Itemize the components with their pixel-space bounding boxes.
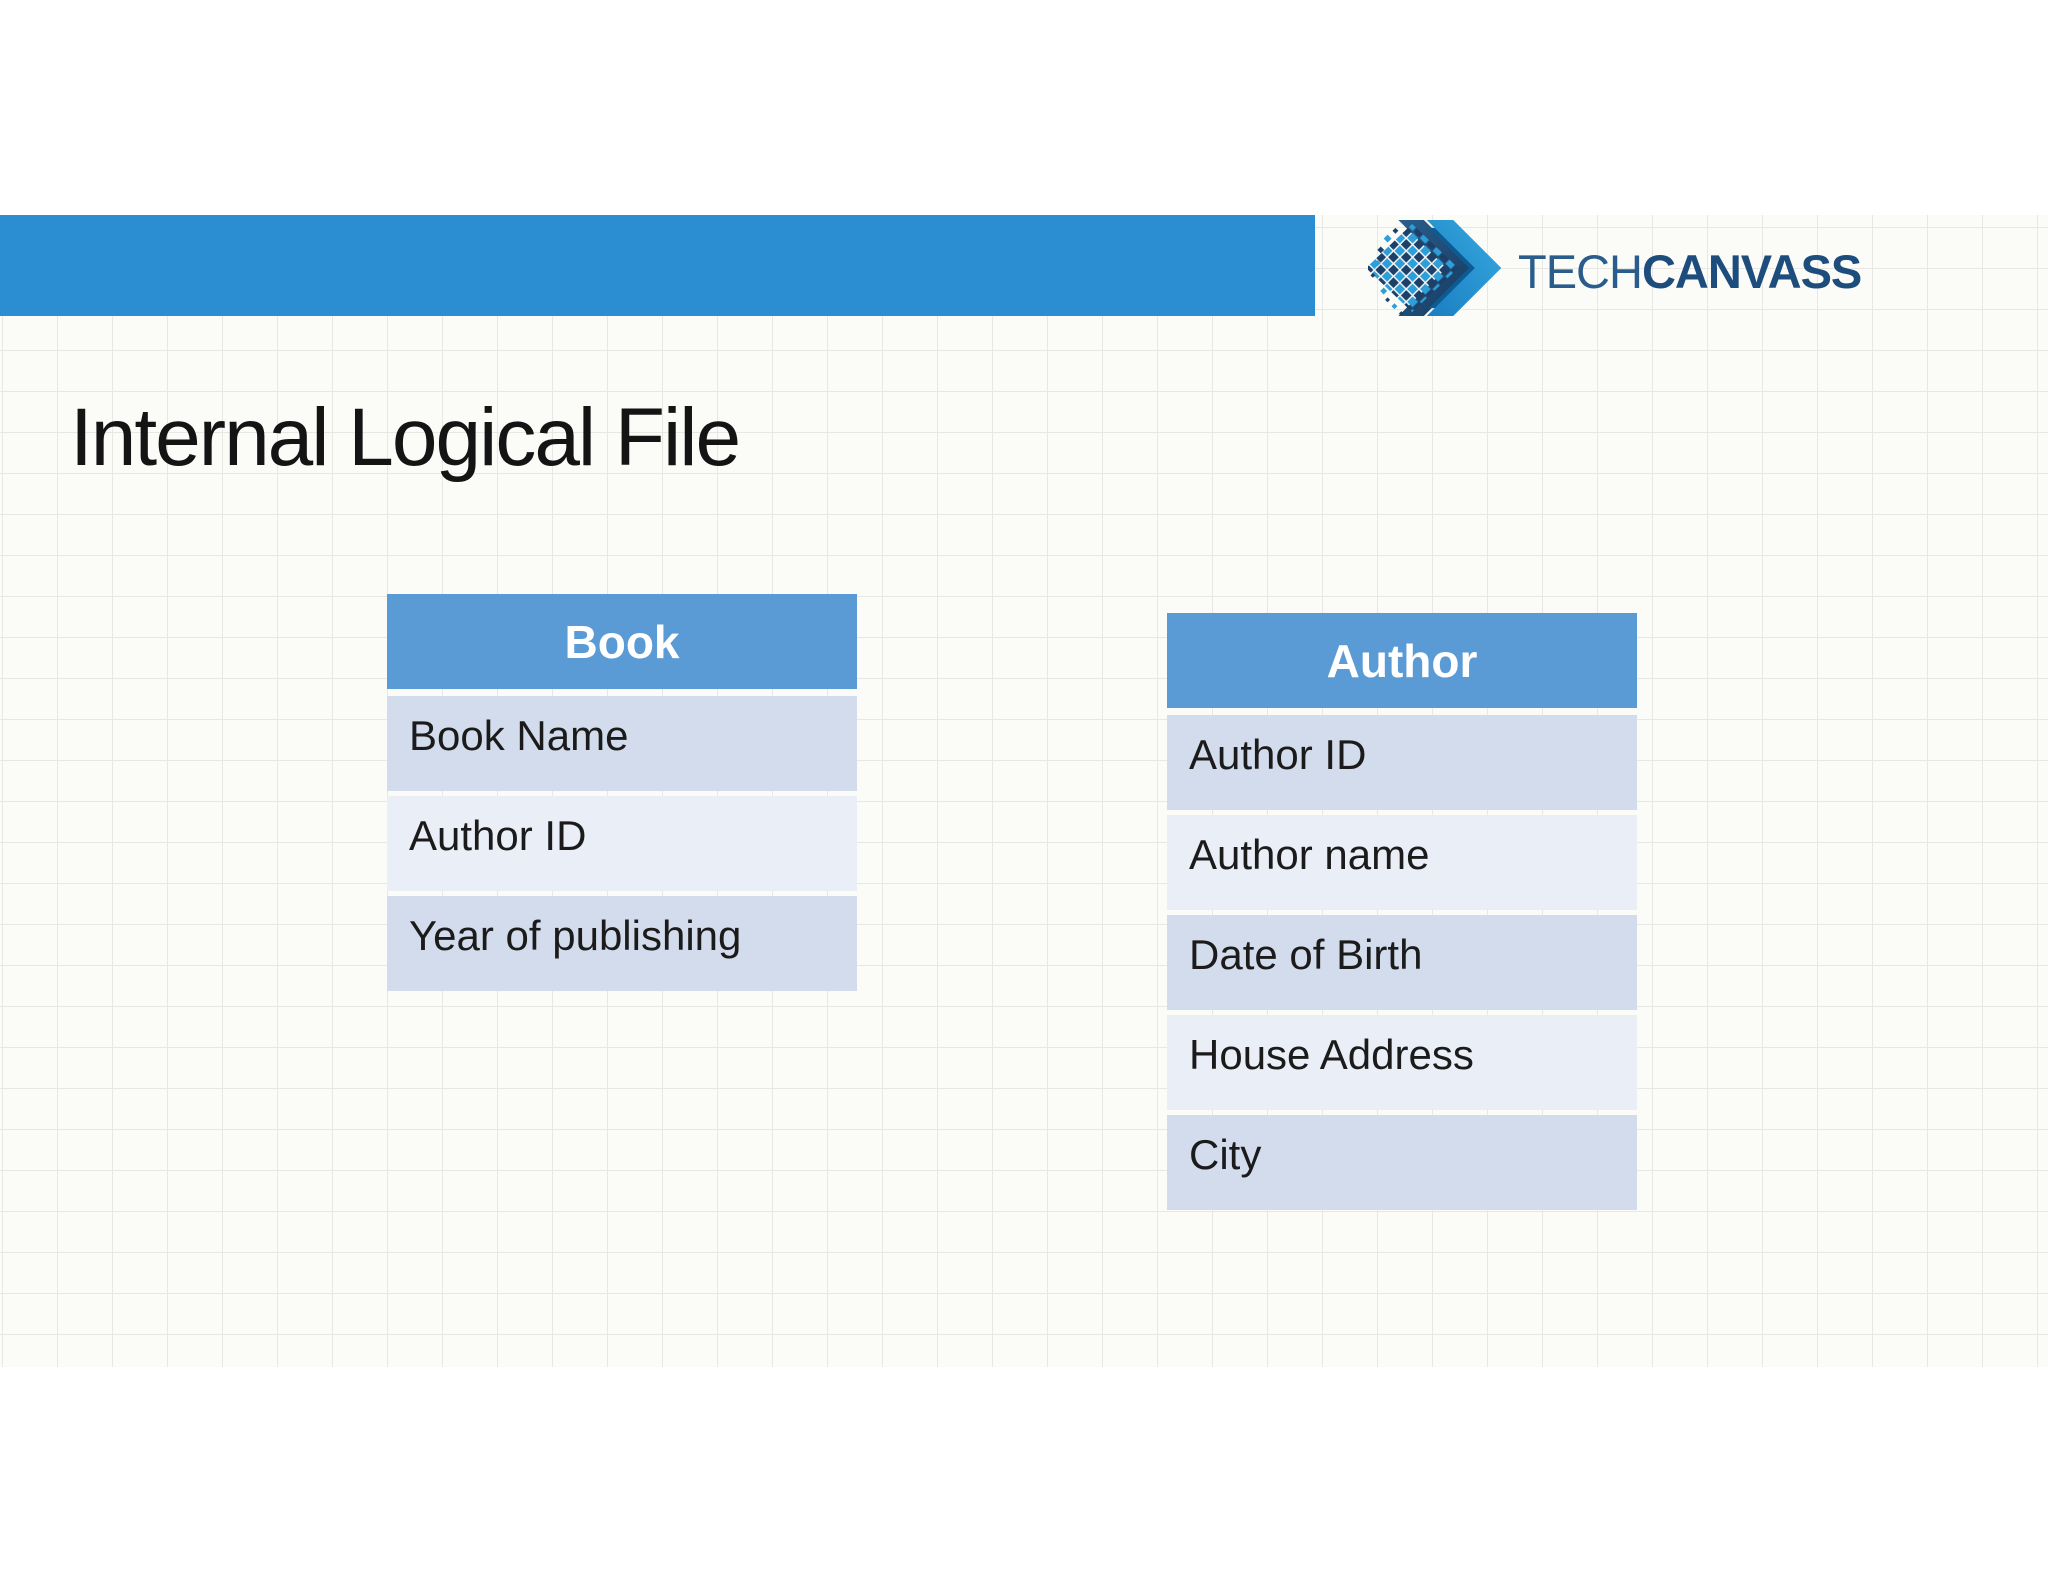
techcanvass-chevron-icon [1368,219,1502,317]
page-title: Internal Logical File [70,391,741,483]
table-row: Year of publishing [387,896,857,991]
grid-background [0,215,2048,1367]
table-row: Book Name [387,696,857,791]
table-row: Author ID [1167,715,1637,810]
table-row: House Address [1167,1015,1637,1110]
table-row: Author name [1167,815,1637,910]
table-row: Author ID [387,796,857,891]
wordmark-tech: TECH [1518,245,1643,298]
entity-table-author: Author Author ID Author name Date of Bir… [1167,613,1637,1215]
header-accent-bar [0,215,1315,316]
techcanvass-logo: TECHCANVASS [1368,218,1888,328]
entity-table-book: Book Book Name Author ID Year of publish… [387,594,857,996]
techcanvass-wordmark: TECHCANVASS [1518,245,1862,298]
table-header-author: Author [1167,613,1637,708]
table-row: City [1167,1115,1637,1210]
table-row: Date of Birth [1167,915,1637,1010]
wordmark-canvass: CANVASS [1641,245,1862,298]
table-header-book: Book [387,594,857,689]
